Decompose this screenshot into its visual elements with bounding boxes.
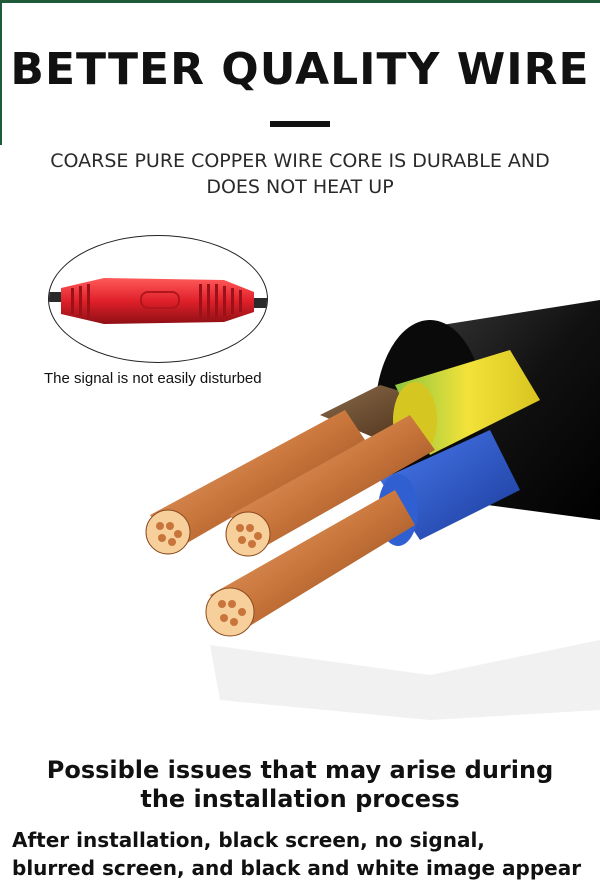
subtitle-line-2: DOES NOT HEAT UP bbox=[206, 176, 394, 198]
top-border bbox=[0, 0, 600, 3]
page-title: BETTER QUALITY WIRE bbox=[10, 44, 590, 95]
issues-heading-line-1: Possible issues that may arise during bbox=[46, 756, 554, 784]
red-connector-icon bbox=[49, 278, 267, 324]
connector-caption: The signal is not easily disturbed bbox=[44, 370, 262, 387]
title-underline bbox=[270, 121, 330, 127]
cable-cross-section-illustration bbox=[145, 300, 600, 720]
issues-description: After installation, black screen, no sig… bbox=[12, 826, 592, 882]
left-border bbox=[0, 0, 2, 145]
connector-inset bbox=[48, 235, 268, 363]
subtitle-line-1: COARSE PURE COPPER WIRE CORE IS DURABLE … bbox=[50, 150, 550, 172]
subtitle: COARSE PURE COPPER WIRE CORE IS DURABLE … bbox=[10, 148, 590, 200]
issues-heading: Possible issues that may arise during th… bbox=[0, 756, 600, 814]
issues-description-line-1: After installation, black screen, no sig… bbox=[12, 828, 485, 852]
issues-description-line-2: blurred screen, and black and white imag… bbox=[12, 856, 582, 880]
issues-heading-line-2: the installation process bbox=[140, 785, 460, 813]
